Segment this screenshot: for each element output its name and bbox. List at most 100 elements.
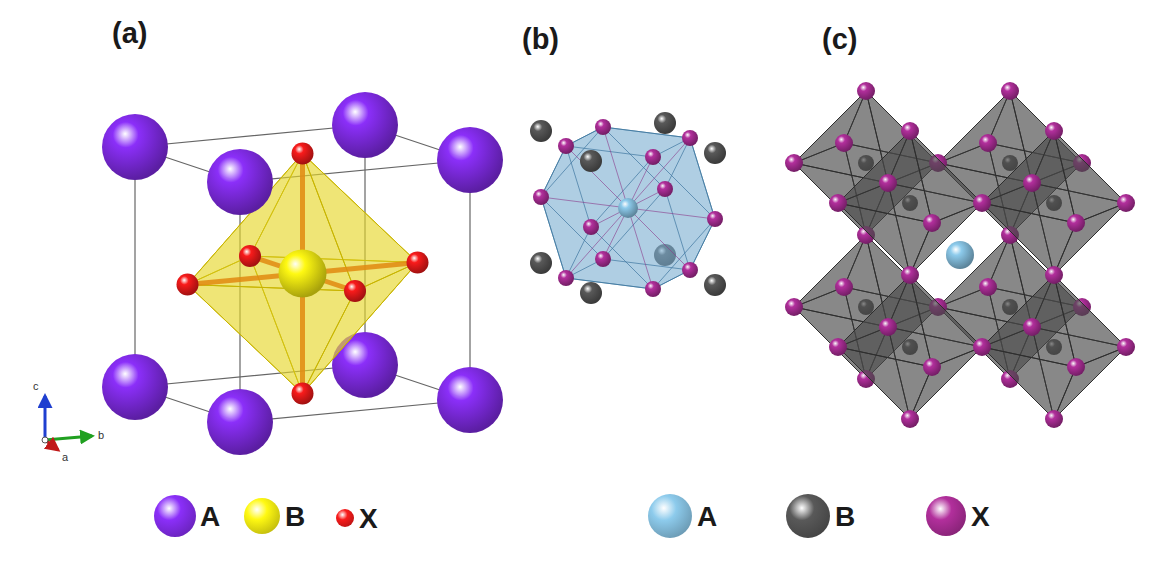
cell-edge — [240, 400, 470, 422]
a-site-atom — [946, 241, 974, 269]
legend-label: X — [359, 502, 378, 536]
x-site-atom — [1001, 82, 1019, 100]
axis-label: a — [62, 451, 68, 464]
x-site-atom — [1117, 338, 1135, 356]
cage-edge — [566, 227, 591, 278]
x-site-atom — [923, 358, 941, 376]
a-x-bond — [566, 146, 628, 208]
a-site-atom — [102, 114, 168, 180]
x-site-atom — [645, 149, 661, 165]
a-site-atom — [102, 354, 168, 420]
legend-label: X — [971, 500, 990, 534]
cage-edge — [603, 127, 690, 138]
legend-label: A — [697, 500, 717, 534]
x-site-atom — [785, 298, 803, 316]
x-site-atom — [657, 181, 673, 197]
x-site-atom — [1067, 214, 1085, 232]
a-site-atom — [207, 389, 273, 455]
x-site-atom — [595, 119, 611, 135]
b-site-atom — [704, 142, 726, 164]
axis-origin — [42, 437, 48, 443]
b-site-atom — [580, 150, 602, 172]
cage-edge — [541, 127, 603, 197]
x-site-atom — [835, 134, 853, 152]
x-site-atom — [1023, 174, 1041, 192]
b-site-atom — [704, 274, 726, 296]
x-site-atom — [901, 122, 919, 140]
legend-label: B — [285, 500, 305, 534]
x-site-atom — [923, 214, 941, 232]
cuboctahedron — [541, 127, 715, 289]
x-site-atom — [901, 266, 919, 284]
cage-edge — [566, 278, 653, 289]
x-site-atom — [292, 383, 314, 405]
legend-swatch — [648, 494, 692, 538]
x-site-atom — [1067, 358, 1085, 376]
x-site-atom — [558, 270, 574, 286]
b-site-atom — [530, 252, 552, 274]
octahedron-face — [910, 131, 982, 223]
x-site-atom — [879, 174, 897, 192]
x-site-atom — [558, 138, 574, 154]
b-site-atom — [530, 120, 552, 142]
x-site-atom — [1045, 410, 1063, 428]
x-site-atom — [1045, 266, 1063, 284]
panel-label: (b) — [522, 22, 559, 56]
panel-label: (a) — [112, 16, 147, 50]
legend-swatch — [926, 496, 966, 536]
x-site-atom — [785, 154, 803, 172]
x-site-atom — [857, 82, 875, 100]
a-site-atom — [437, 367, 503, 433]
b-site-atom — [279, 250, 327, 298]
legend-swatch — [244, 498, 280, 534]
x-site-atom — [1045, 122, 1063, 140]
panel-label: (c) — [822, 22, 857, 56]
b-site-atom — [580, 282, 602, 304]
x-site-atom — [682, 262, 698, 278]
x-site-atom — [645, 281, 661, 297]
axis-arrow — [45, 436, 92, 440]
legend-label: B — [835, 500, 855, 534]
a-x-bond — [628, 208, 690, 270]
x-site-atom — [829, 194, 847, 212]
legend-label: A — [200, 500, 220, 534]
a-site-atom — [332, 92, 398, 158]
a-x-bond — [628, 138, 690, 208]
x-site-atom — [707, 211, 723, 227]
axis-arrow — [44, 396, 47, 440]
x-site-atom — [177, 274, 199, 296]
x-site-atom — [979, 278, 997, 296]
axis-label: b — [98, 429, 104, 442]
a-site-atom — [437, 127, 503, 193]
cage-edge — [690, 219, 715, 270]
x-site-atom — [829, 338, 847, 356]
x-site-atom — [407, 252, 429, 274]
x-site-atom — [879, 318, 897, 336]
axis-triad — [42, 396, 92, 450]
cage-edge — [591, 157, 653, 227]
a-site-atom — [618, 198, 638, 218]
cage-edge — [541, 197, 566, 278]
a-x-bond — [541, 197, 628, 208]
cell-edge — [134, 147, 135, 387]
cell-edge — [469, 160, 470, 400]
x-site-atom — [973, 338, 991, 356]
a-site-cage — [530, 112, 726, 304]
x-site-atom — [901, 410, 919, 428]
octahedral-network — [785, 82, 1135, 428]
x-site-atom — [292, 143, 314, 165]
x-site-atom — [1023, 318, 1041, 336]
a-x-bond — [628, 208, 715, 219]
cell-edge — [135, 125, 365, 147]
a-x-bond — [566, 208, 628, 278]
octahedron-face — [1054, 131, 1126, 223]
unit-cell-a — [102, 92, 503, 455]
b-site-atom — [654, 112, 676, 134]
axis-label: c — [33, 380, 39, 393]
octahedron-face — [910, 275, 982, 367]
x-site-atom — [835, 278, 853, 296]
x-site-atom — [344, 280, 366, 302]
legend-swatch — [336, 509, 354, 527]
